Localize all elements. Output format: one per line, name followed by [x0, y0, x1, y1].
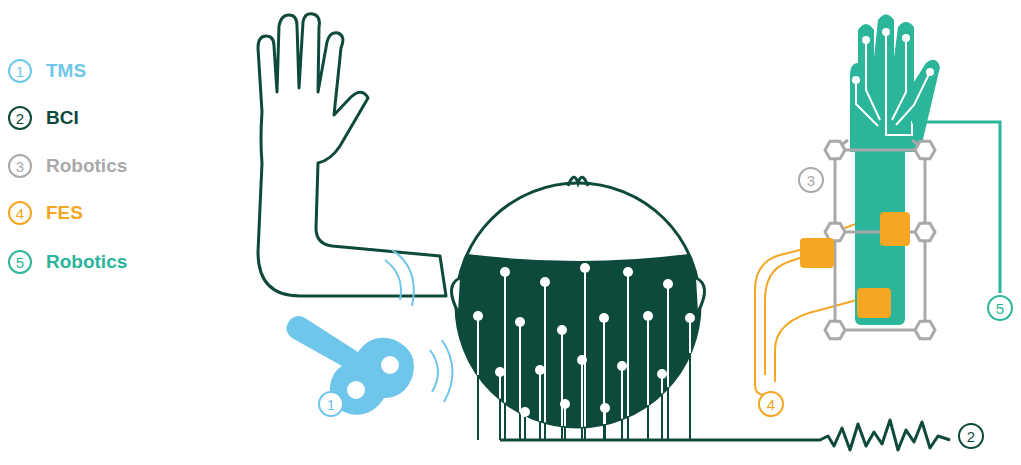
legend-text: FES: [46, 202, 83, 224]
exoskeleton: [825, 140, 935, 339]
callout-circle: 4: [758, 391, 784, 417]
callout-number: 4: [16, 206, 24, 221]
callout-number: 1: [327, 397, 335, 412]
legend-row: 3 Robotics: [8, 152, 127, 180]
eeg-electrodes: [473, 263, 695, 440]
legend-row: 1 TMS: [8, 57, 86, 85]
legend-text: BCI: [46, 107, 79, 129]
callout-number: 5: [996, 301, 1004, 316]
hair: [568, 177, 588, 186]
legend-row: 5 Robotics: [8, 248, 127, 276]
callout-number: 1: [16, 64, 24, 79]
legend-swatch: 1: [8, 59, 32, 83]
ear: [451, 278, 460, 312]
eeg-signal: [500, 420, 950, 450]
legend-text: TMS: [46, 60, 86, 82]
tms-coil: [286, 250, 452, 415]
callout-number: 4: [767, 397, 775, 412]
fes-pads: [800, 212, 910, 318]
callout-circle: 2: [958, 423, 984, 449]
callout-number: 3: [807, 173, 815, 188]
callout-number: 5: [16, 255, 24, 270]
hand-circuit: [856, 32, 990, 135]
legend-text: Robotics: [46, 251, 127, 273]
legend-row: 2 BCI: [8, 104, 79, 132]
callout-number: 2: [967, 429, 975, 444]
callout-circle: 1: [318, 391, 344, 417]
callout-number: 2: [16, 111, 24, 126]
callout-number: 3: [16, 159, 24, 174]
head-cap: [440, 170, 716, 261]
legend-swatch: 5: [8, 250, 32, 274]
legend-swatch: 3: [8, 154, 32, 178]
legend-swatch: 2: [8, 106, 32, 130]
legend-swatch: 4: [8, 201, 32, 225]
callout-circle: 5: [987, 295, 1013, 321]
legend-row: 4 FES: [8, 199, 83, 227]
ear: [696, 278, 705, 312]
callout-circle: 3: [798, 167, 824, 193]
raised-arm: [258, 14, 446, 296]
legend-text: Robotics: [46, 155, 127, 177]
robotic-hand: [850, 15, 940, 153]
